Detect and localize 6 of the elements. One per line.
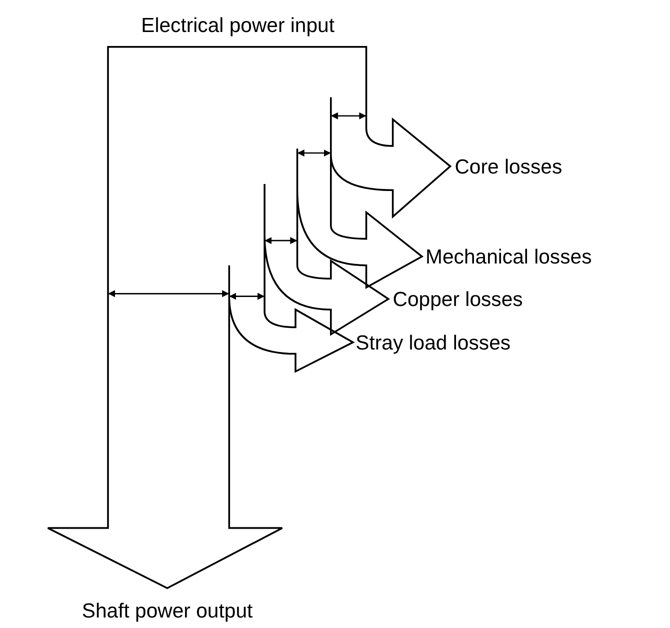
flow-label: Stray load losses — [356, 332, 511, 352]
flow-label: Electrical power input — [141, 14, 335, 35]
flow-label: Copper losses — [392, 288, 523, 310]
flow-label: Shaft power output — [82, 600, 253, 620]
flow-label: Mechanical losses — [426, 246, 592, 267]
flow-label: Core losses — [454, 156, 562, 176]
